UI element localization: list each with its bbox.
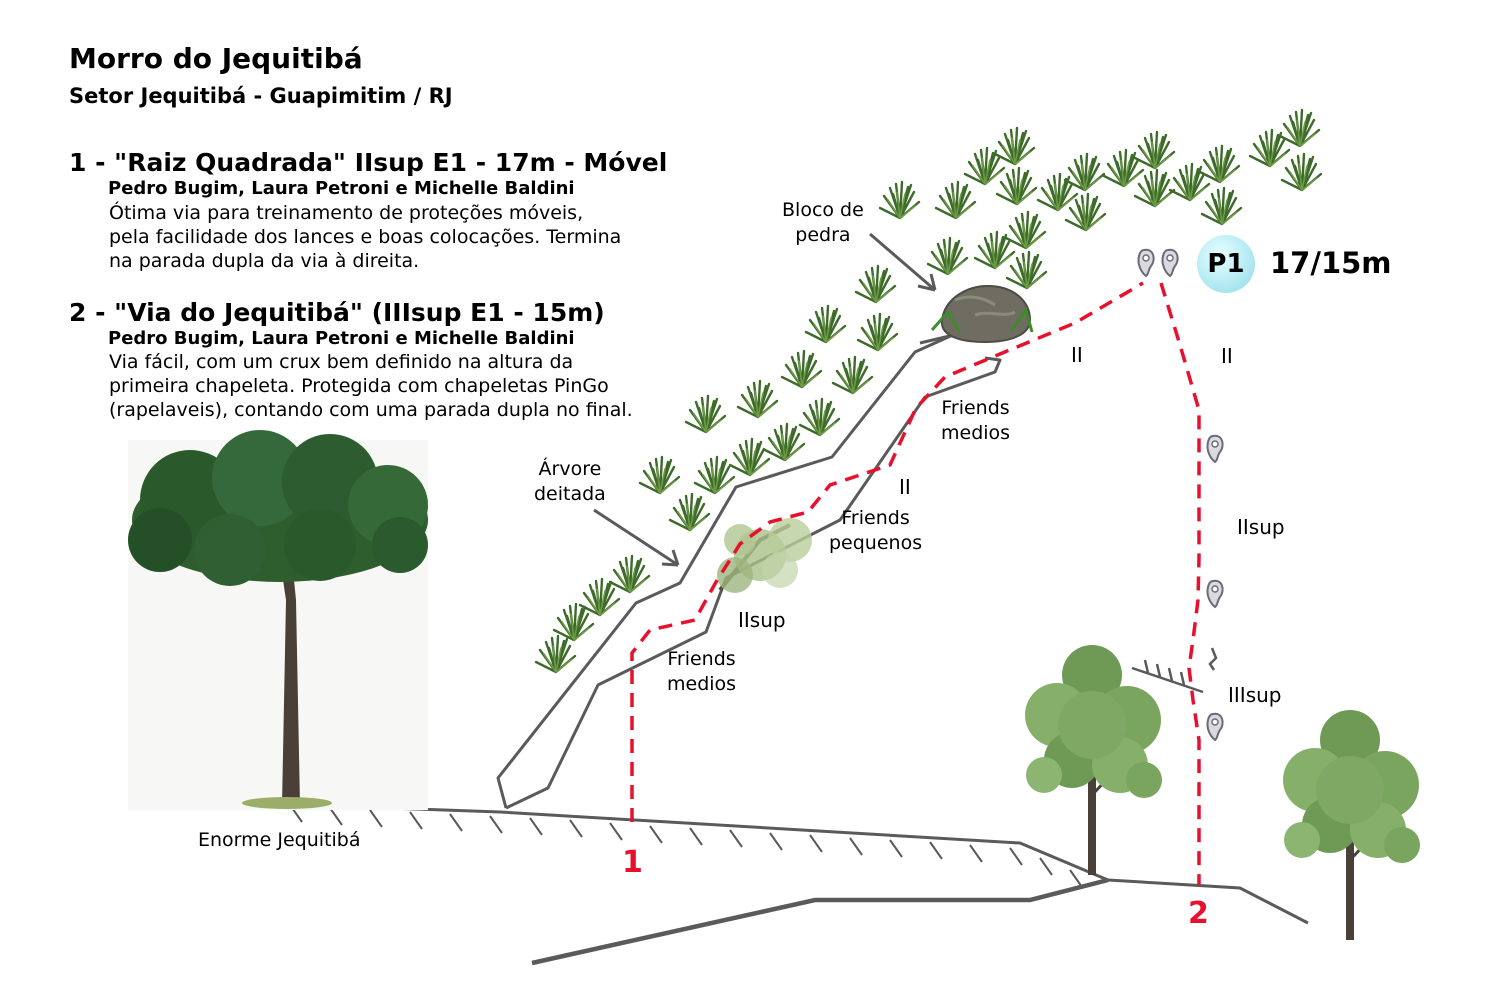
gear-note-friends-medios-low: Friends medios <box>667 648 737 695</box>
label-arrows <box>593 232 937 567</box>
route-1-description: Ótima via para treinamento de proteções … <box>109 202 622 272</box>
route-2-number: 2 <box>1188 896 1209 931</box>
route-2-line <box>1159 282 1201 885</box>
grade-r1-top: II <box>1071 343 1083 367</box>
grade-r1-low: IIsup <box>738 608 786 632</box>
grade-r2-top: II <box>1221 344 1233 368</box>
tree-icon <box>128 430 428 810</box>
route-1-line <box>630 281 1144 822</box>
grade-r2-mid: IIsup <box>1237 515 1285 539</box>
anchor-label: P1 <box>1207 249 1245 279</box>
route-1-authors: Pedro Bugim, Laura Petroni e Michelle Ba… <box>108 178 575 199</box>
leaning-tree <box>717 518 812 593</box>
leaning-tree-label: Árvore deitada <box>534 458 606 505</box>
boulder-icon <box>930 284 1034 344</box>
anchor-icon: P1 <box>1197 235 1255 293</box>
bolt-icon <box>1137 248 1224 741</box>
grade-r1-mid: II <box>899 475 911 499</box>
small-tree-icon <box>1023 643 1422 942</box>
grade-r2-low: IIIsup <box>1228 683 1282 707</box>
ground-line <box>269 798 1309 966</box>
page-title: Morro do Jequitibá <box>69 42 363 75</box>
page-subtitle: Setor Jequitibá - Guapimitim / RJ <box>69 84 453 108</box>
route-2-description: Via fácil, com um crux bem definido na a… <box>109 351 633 421</box>
grass-tuft-icon <box>534 108 1323 674</box>
route-2-authors: Pedro Bugim, Laura Petroni e Michelle Ba… <box>108 328 575 349</box>
big-tree-label: Enorme Jequitibá <box>198 829 361 851</box>
boulder-label: Bloco de pedra <box>782 199 864 246</box>
gear-note-friends-pequenos: Friends pequenos <box>829 507 923 554</box>
route-2-title: 2 - "Via do Jequitibá" (IIIsup E1 - 15m) <box>69 298 605 327</box>
roof-feature <box>1131 647 1218 694</box>
anchor-height: 17/15m <box>1270 246 1392 280</box>
gear-note-friends-medios-top: Friends medios <box>941 397 1011 444</box>
route-1-title: 1 - "Raiz Quadrada" IIsup E1 - 17m - Móv… <box>69 148 668 177</box>
route-1-number: 1 <box>622 845 643 880</box>
